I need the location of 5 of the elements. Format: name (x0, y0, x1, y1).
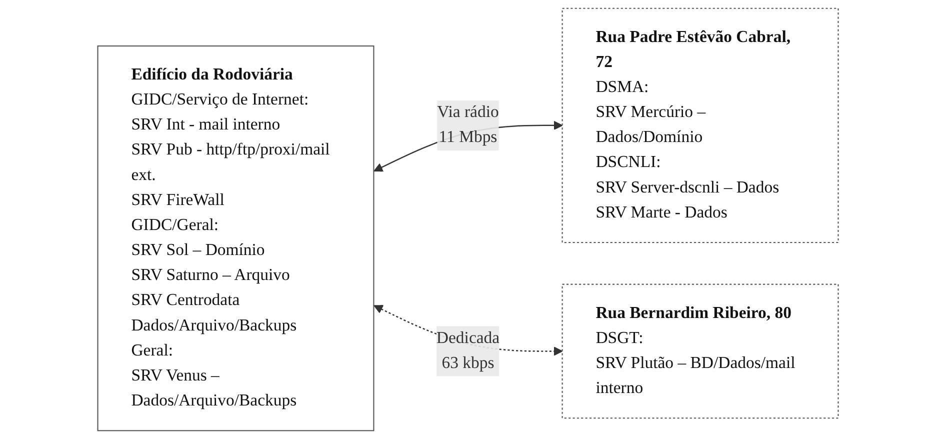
node-box: Edifício da Rodoviária GIDC/Serviço de Internet: SRV Int - mail interno SRV Pub - http/ftp/proxi/mail ext. SRV FireWall GIDC/Geral: SRV Sol – Domínio SRV Saturno – Arquivo SRV Centrodata Dados/Arquivo/Backups Geral: SRV Venus – Dados/Arquivo/Backups (97, 45, 374, 432)
node-box: Rua Bernardim Ribeiro, 80 DSGT: SRV Plutão – BD/Dados/mail interno (562, 284, 839, 419)
edge-label: Via rádio 11 Mbps (437, 103, 499, 146)
node-box: Rua Padre Estêvão Cabral, 72 DSMA: SRV Mercúrio – Dados/Domínio DSCNLI: SRV Server-dscnli – Dados SRV Marte - Dados (562, 8, 839, 244)
edge-label: Dedicada 63 kbps (436, 329, 500, 372)
